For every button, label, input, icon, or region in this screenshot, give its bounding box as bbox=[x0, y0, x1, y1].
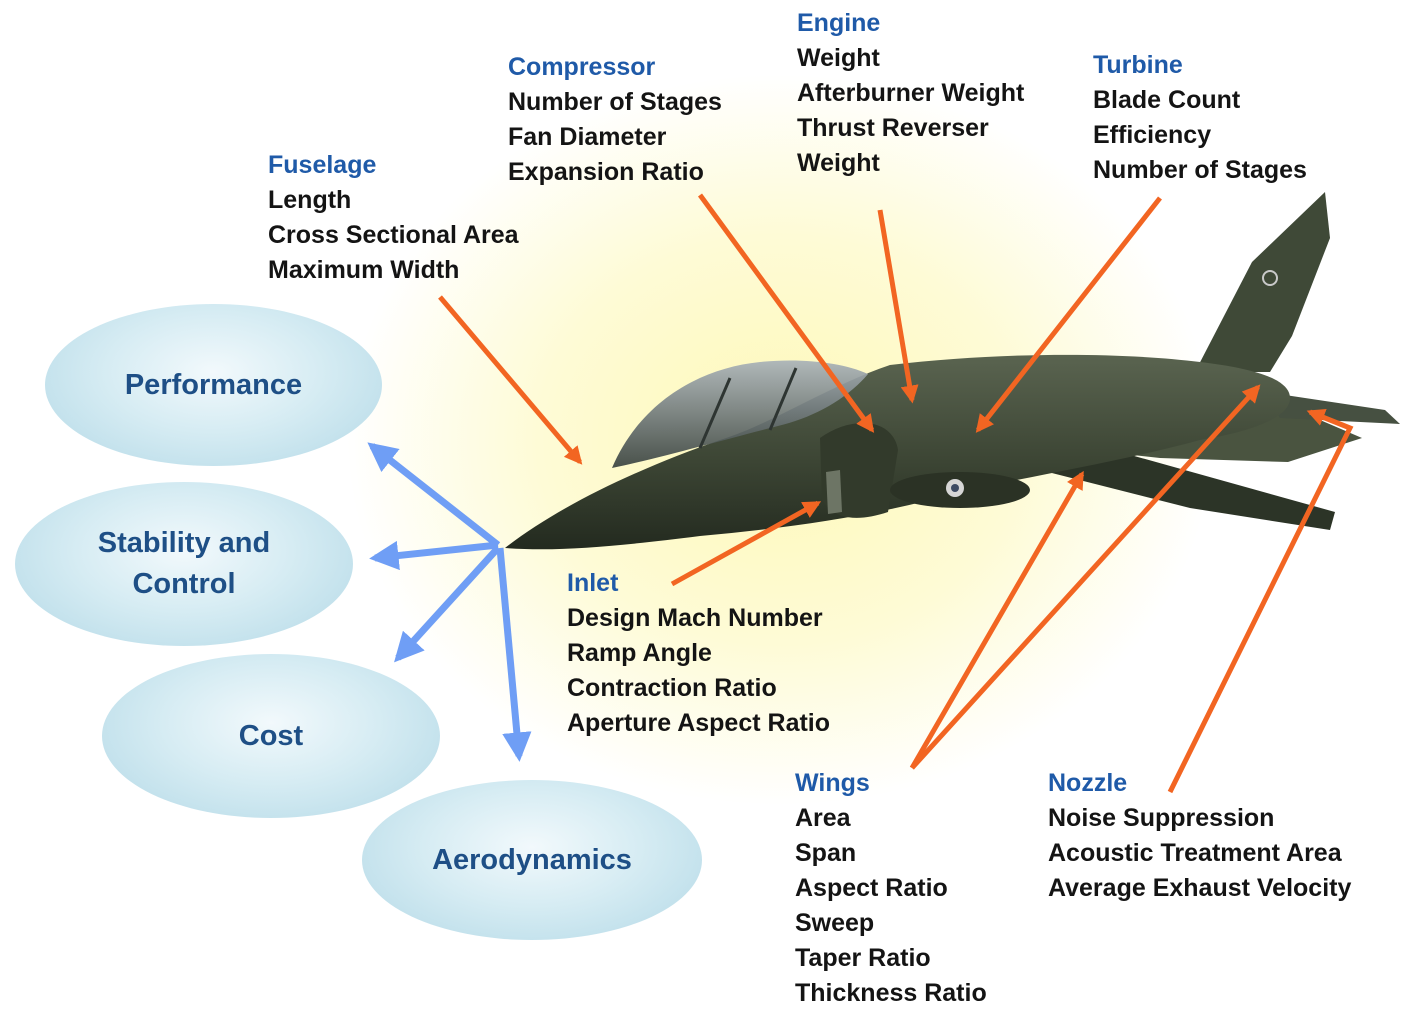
oval-cost: Cost bbox=[102, 654, 440, 818]
arrow-to-aerodynamics bbox=[496, 547, 532, 762]
aircraft-tail-fin bbox=[1195, 192, 1330, 372]
arrow-to-stability bbox=[369, 540, 499, 571]
arrow-wings-2 bbox=[910, 384, 1261, 770]
fuselage-item: Length bbox=[268, 186, 352, 214]
arrow-to-performance bbox=[367, 442, 501, 548]
oval-stability-label: Stability and Control bbox=[98, 523, 270, 605]
inlet-item: Ramp Angle bbox=[567, 639, 712, 667]
label-nozzle: Nozzle Noise Suppression Acoustic Treatm… bbox=[1048, 766, 1351, 906]
component-arrows bbox=[438, 193, 1354, 794]
nozzle-item: Noise Suppression bbox=[1048, 804, 1275, 832]
turbine-item: Efficiency bbox=[1093, 121, 1212, 149]
compressor-item: Expansion Ratio bbox=[508, 158, 704, 186]
engine-heading: Engine bbox=[797, 9, 881, 37]
label-fuselage: Fuselage Length Cross Sectional Area Max… bbox=[268, 148, 519, 288]
oval-cost-label: Cost bbox=[238, 719, 304, 752]
inlet-item: Aperture Aspect Ratio bbox=[567, 709, 831, 737]
nozzle-item: Acoustic Treatment Area bbox=[1048, 839, 1342, 867]
label-turbine: Turbine Blade Count Efficiency Number of… bbox=[1093, 48, 1307, 188]
oval-stability-line-2: Control bbox=[132, 568, 236, 600]
inlet-item: Contraction Ratio bbox=[567, 674, 777, 702]
engine-item: Afterburner Weight bbox=[797, 79, 1025, 107]
arrow-wings-1 bbox=[909, 470, 1085, 770]
wings-item: Taper Ratio bbox=[795, 944, 931, 972]
oval-performance-label: Performance bbox=[124, 368, 303, 401]
arrow-inlet bbox=[670, 500, 822, 587]
wings-item: Span bbox=[795, 839, 857, 867]
label-inlet: Inlet Design Mach Number Ramp Angle Cont… bbox=[567, 566, 830, 741]
wings-item: Area bbox=[795, 804, 851, 832]
arrow-nozzle bbox=[1167, 408, 1354, 794]
fuselage-item: Cross Sectional Area bbox=[268, 221, 519, 249]
aircraft-tailplane bbox=[1265, 392, 1400, 424]
arrow-engine bbox=[877, 209, 919, 404]
arrow-fuselage bbox=[438, 295, 583, 465]
aircraft-canopy bbox=[612, 360, 868, 468]
engine-item: Weight bbox=[797, 44, 880, 72]
arrow-compressor bbox=[697, 193, 875, 433]
wings-item: Thickness Ratio bbox=[795, 979, 987, 1007]
arrow-to-cost bbox=[394, 545, 501, 663]
oval-aerodynamics: Aerodynamics bbox=[362, 780, 702, 940]
oval-stability-control: Stability and Control bbox=[15, 482, 353, 646]
oval-aerodynamics-label: Aerodynamics bbox=[432, 843, 632, 876]
arrow-turbine bbox=[975, 196, 1162, 433]
aircraft-image bbox=[505, 192, 1400, 550]
nozzle-heading: Nozzle bbox=[1048, 769, 1128, 797]
turbine-item: Number of Stages bbox=[1093, 156, 1307, 184]
compressor-heading: Compressor bbox=[508, 53, 656, 81]
turbine-heading: Turbine bbox=[1093, 51, 1183, 79]
oval-performance: Performance bbox=[45, 304, 382, 466]
turbine-item: Blade Count bbox=[1093, 86, 1241, 114]
compressor-item: Number of Stages bbox=[508, 88, 722, 116]
wings-item: Sweep bbox=[795, 909, 875, 937]
wings-item: Aspect Ratio bbox=[795, 874, 948, 902]
outcome-arrows bbox=[367, 442, 532, 762]
label-engine: Engine Weight Afterburner Weight Thrust … bbox=[797, 6, 1024, 181]
nozzle-item: Average Exhaust Velocity bbox=[1048, 874, 1352, 902]
inlet-item: Design Mach Number bbox=[567, 604, 823, 632]
engine-item: Thrust Reverser bbox=[797, 114, 989, 142]
inlet-heading: Inlet bbox=[567, 569, 619, 597]
wings-heading: Wings bbox=[795, 769, 870, 797]
label-wings: Wings Area Span Aspect Ratio Sweep Taper… bbox=[795, 766, 987, 1011]
label-compressor: Compressor Number of Stages Fan Diameter… bbox=[508, 50, 722, 190]
fuselage-heading: Fuselage bbox=[268, 151, 377, 179]
compressor-item: Fan Diameter bbox=[508, 123, 667, 151]
engine-item: Weight bbox=[797, 149, 880, 177]
fuselage-item: Maximum Width bbox=[268, 256, 460, 284]
oval-stability-line-1: Stability and bbox=[97, 527, 271, 559]
